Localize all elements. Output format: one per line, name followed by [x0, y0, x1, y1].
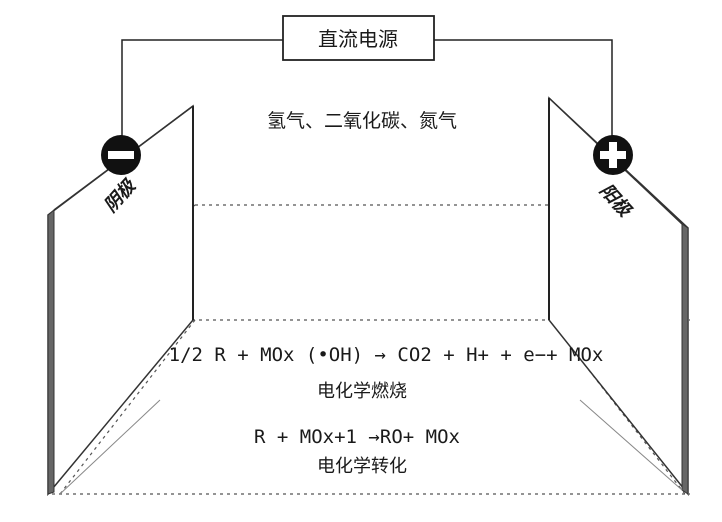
conversion-name: 电化学转化	[317, 456, 407, 477]
anode-terminal	[593, 135, 633, 175]
combustion-equation: 1/2 R + MOx (•OH) → CO2 + H+ + e−+ MOx	[169, 344, 604, 366]
combustion-name: 电化学燃烧	[317, 381, 407, 402]
cathode-wire	[121, 39, 283, 140]
power-source-box: 直流电源	[282, 15, 435, 61]
anode-plate	[548, 96, 689, 497]
cathode-terminal	[101, 135, 141, 175]
power-source-label: 直流电源	[318, 27, 398, 51]
gas-products-label: 氢气、二氧化碳、氮气	[267, 110, 457, 132]
circuit-wires	[121, 39, 613, 140]
cathode-plate	[47, 104, 194, 497]
conversion-equation: R + MOx+1 →RO+ MOx	[254, 426, 460, 448]
anode-wire	[434, 39, 613, 140]
